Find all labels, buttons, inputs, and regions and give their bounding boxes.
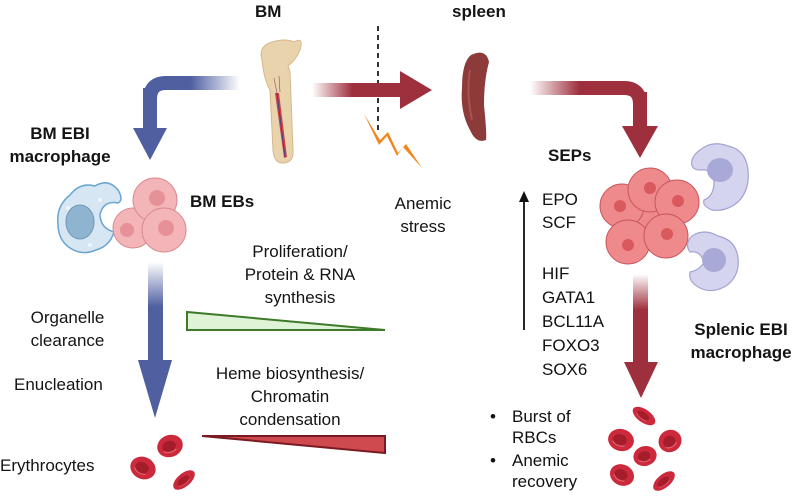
bm-ebi-macrophage-label-line2: macrophage <box>9 147 111 166</box>
bm-to-spleen-arrow <box>312 71 432 109</box>
anemic-stress-line2: stress <box>400 217 446 236</box>
bone-icon <box>260 39 302 164</box>
organelle-clearance-label: Organelle clearance <box>10 306 125 352</box>
spleen-icon <box>461 52 489 141</box>
splenic-ebi-line1: Splenic EBI <box>694 320 788 339</box>
enucleation-label: Enucleation <box>14 375 103 394</box>
growth-factors-list: EPO SCF <box>542 188 578 234</box>
factor-item: EPO <box>542 190 578 209</box>
sep-cells-icon <box>599 167 700 265</box>
bm-ebi-macrophage-icon <box>57 182 122 254</box>
bm-maturation-arrow <box>138 262 172 418</box>
rbc-burst-icon <box>604 402 687 495</box>
bm-erythrocytes-icon <box>125 430 199 494</box>
factor-item: SCF <box>542 213 576 232</box>
factor-item: FOXO3 <box>542 336 600 355</box>
sep-maturation-arrow <box>624 274 658 398</box>
seps-label: SEPs <box>548 146 592 165</box>
splenic-ebi-line2: macrophage <box>690 343 792 362</box>
lightning-icon <box>364 114 422 168</box>
proliferation-label: Proliferation/ Protein & RNA synthesis <box>215 240 385 309</box>
outcome-item: Anemic recovery <box>490 450 592 492</box>
organelle-clearance-line1: Organelle <box>30 308 105 327</box>
proliferation-line1: Proliferation/ <box>252 242 348 261</box>
splenic-macrophage-icon <box>686 143 749 292</box>
heme-line3: condensation <box>239 410 341 429</box>
heme-line1: Heme biosynthesis/ <box>215 364 365 383</box>
bm-ebi-macrophage-label: BM EBI macrophage <box>0 122 120 168</box>
spleen-label: spleen <box>452 2 506 21</box>
proliferation-gradient-wedge <box>186 310 386 331</box>
anemic-stress-label: Anemic stress <box>378 192 468 238</box>
transcription-factors-list: HIF GATA1 BCL11A FOXO3 SOX6 <box>542 262 604 382</box>
outcome-item: Burst of RBCs <box>490 406 592 448</box>
splenic-ebi-macrophage-label: Splenic EBI macrophage <box>682 318 800 364</box>
bm-to-ebi-arrow <box>133 76 240 160</box>
organelle-clearance-line2: clearance <box>30 331 105 350</box>
bm-eb-cells-icon <box>112 177 187 253</box>
heme-label: Heme biosynthesis/ Chromatin condensatio… <box>190 362 390 431</box>
bm-label: BM <box>255 2 282 21</box>
factor-item: SOX6 <box>542 360 588 379</box>
factor-item: GATA1 <box>542 288 596 307</box>
spleen-to-seps-arrow <box>530 81 658 158</box>
factor-item: BCL11A <box>542 312 605 331</box>
heme-gradient-wedge <box>201 435 386 455</box>
outcomes-list: Burst of RBCs Anemic recovery <box>490 406 600 492</box>
anemic-stress-line1: Anemic <box>394 194 452 213</box>
bm-ebi-macrophage-label-line1: BM EBI <box>30 124 90 143</box>
erythrocytes-label: Erythrocytes <box>0 456 95 475</box>
proliferation-line3: synthesis <box>264 288 336 307</box>
upregulation-arrow <box>519 191 529 330</box>
heme-line2: Chromatin <box>250 387 330 406</box>
factor-item: HIF <box>542 264 570 283</box>
bm-ebs-label: BM EBs <box>190 192 255 211</box>
proliferation-line2: Protein & RNA <box>244 265 356 284</box>
